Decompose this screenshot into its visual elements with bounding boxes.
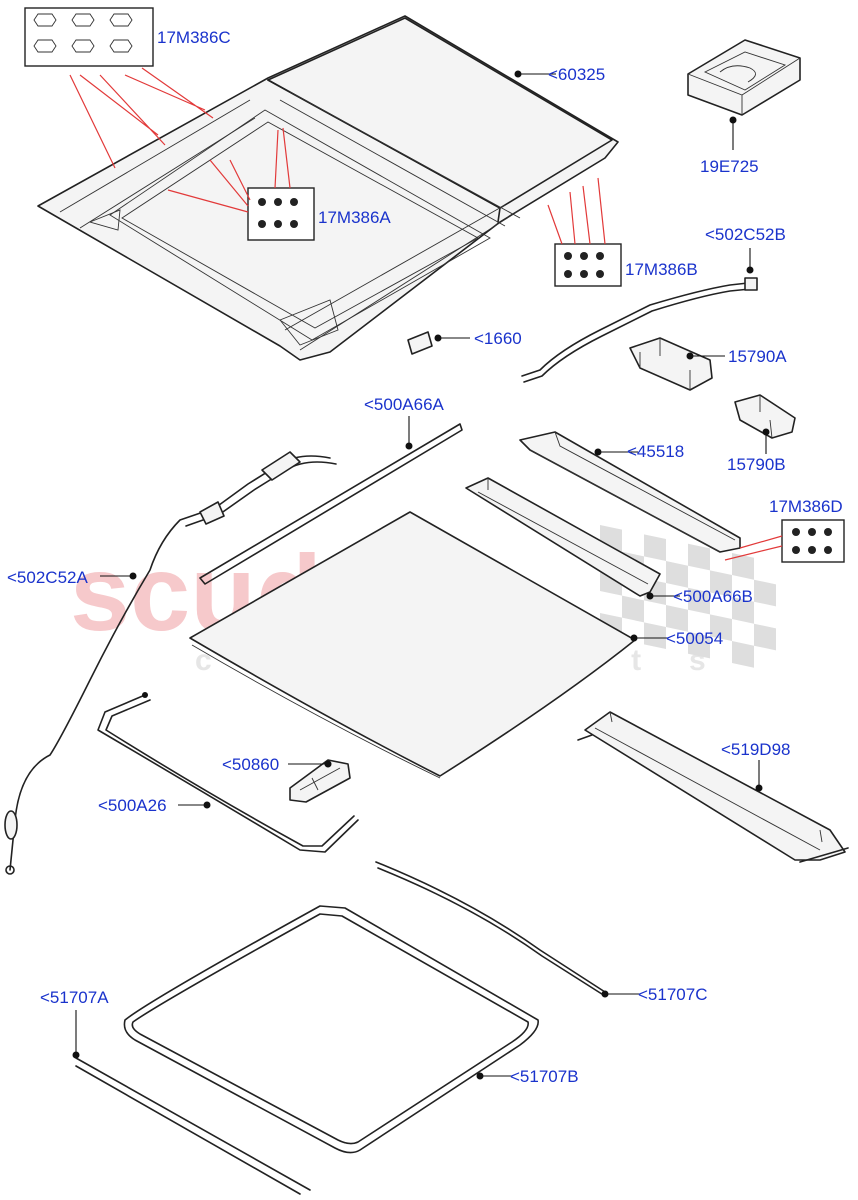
callout-51707C: <51707C (638, 985, 707, 1004)
clip-kit-17M386A: 17M386A (167, 127, 391, 241)
callout-500A66B: <500A66B (673, 587, 753, 606)
callout-502C52A: <502C52A (7, 568, 88, 587)
callout-group-60325: <60325 (514, 65, 605, 84)
callout-1660: <1660 (474, 329, 522, 348)
drain-hose-502C52A: <502C52A (4, 451, 337, 875)
callout-17M386D: 17M386D (769, 497, 843, 516)
callout-500A26: <500A26 (98, 796, 167, 815)
callout-17M386A: 17M386A (318, 208, 391, 227)
motor-15790A: 15790A (629, 337, 787, 391)
motor-15790B: 15790B (727, 394, 796, 474)
callout-45518: <45518 (627, 442, 684, 461)
callout-15790A: 15790A (728, 347, 787, 366)
clip-kit-17M386B: 17M386B (547, 177, 698, 287)
rail-500A66B: <500A66B (465, 477, 753, 606)
callout-51707A: <51707A (40, 988, 109, 1007)
callout-500A66A: <500A66A (364, 395, 445, 414)
callout-19E725: 19E725 (700, 157, 759, 176)
callout-17M386C: 17M386C (157, 28, 231, 47)
clip-kit-17M386C: 17M386C (24, 7, 231, 169)
callout-15790B: 15790B (727, 455, 786, 474)
repair-kit-19E725: 19E725 (687, 39, 801, 176)
seal-strip-51707A: <51707A (40, 988, 311, 1195)
callout-50054: <50054 (666, 629, 723, 648)
drain-hose-502C52B: <502C52B (521, 225, 786, 383)
callout-519D98: <519D98 (721, 740, 790, 759)
roof-frame-assembly (37, 15, 619, 361)
seal-loop-51707B: <51707B (123, 905, 579, 1154)
callout-17M386B: 17M386B (625, 260, 698, 279)
deflector-frame-500A26: <500A26 (97, 692, 359, 853)
bracket-50860: <50860 (222, 755, 351, 803)
callout-60325: <60325 (548, 65, 605, 84)
callout-51707B: <51707B (510, 1067, 579, 1086)
callout-502C52B: <502C52B (705, 225, 786, 244)
callout-50860: <50860 (222, 755, 279, 774)
part-1660: <1660 (407, 329, 522, 355)
sunblind-519D98: <519D98 (577, 711, 849, 863)
seal-strip-51707C: <51707C (375, 861, 707, 1004)
glass-panel-50054: <50054 (189, 511, 723, 779)
clip-kit-17M386D: 17M386D (724, 497, 845, 563)
seal-strip-500A66A: <500A66A (199, 395, 463, 585)
